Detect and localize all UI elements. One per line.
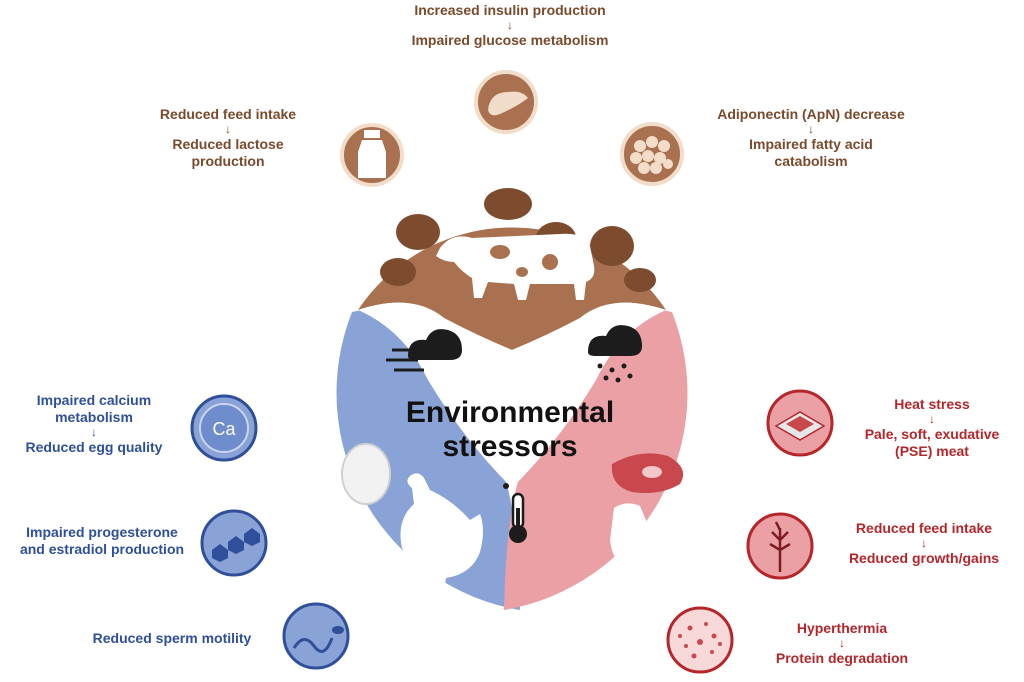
milk-effect-adiponectin: Adiponectin (ApN) decrease ↓ Impaired fa… xyxy=(717,106,905,169)
center-title: Environmental stressors xyxy=(380,396,640,464)
cattle-icon xyxy=(610,503,648,592)
center-title-line1: Environmental xyxy=(405,396,615,429)
milk-effect-insulin: Increased insulin production ↓ Impaired … xyxy=(411,2,609,48)
fat-cells-icon xyxy=(620,122,684,186)
wheat-icon xyxy=(746,512,814,580)
egg-effect-calcium: Impaired calcium metabolism ↓ Reduced eg… xyxy=(25,392,163,455)
meat-effect-growth: Reduced feed intake ↓ Reduced growth/gai… xyxy=(848,520,1000,566)
chicken-icon xyxy=(400,473,483,592)
pancreas-icon xyxy=(474,70,538,134)
sperm-icon xyxy=(282,602,350,670)
meat-effect-pse: Heat stress ↓ Pale, soft, exudative (PSE… xyxy=(864,396,1000,459)
milk-effect-lactose: Reduced feed intake ↓ Reduced lactose pr… xyxy=(159,106,297,169)
svg-text:Ca: Ca xyxy=(212,419,236,439)
steak-icon xyxy=(611,453,684,493)
thermometer-icon xyxy=(503,483,527,543)
egg-effect-hormones: Impaired progesterone and estradiol prod… xyxy=(19,524,185,557)
egg-effect-sperm: Reduced sperm motility xyxy=(92,630,252,646)
meat-tray-icon xyxy=(766,389,834,457)
cow-icon xyxy=(436,233,595,300)
cow-spots xyxy=(490,245,558,277)
wind-cloud-icon xyxy=(386,329,462,372)
protein-particles-icon xyxy=(666,606,734,674)
hormone-molecule-icon xyxy=(200,509,268,577)
milk-bottle-icon xyxy=(340,123,404,187)
rain-cloud-icon xyxy=(588,325,642,383)
center-title-line2: stressors xyxy=(442,430,578,463)
pig-icon xyxy=(686,354,735,412)
meat-effect-protein: Hyperthermia ↓ Protein degradation xyxy=(775,620,909,666)
egg-icon xyxy=(341,443,391,505)
calcium-icon: Ca xyxy=(190,394,258,462)
